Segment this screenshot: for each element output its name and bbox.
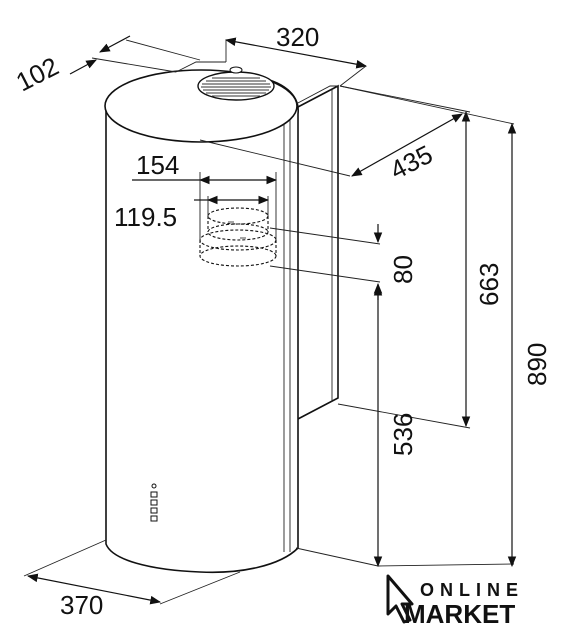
indicator-led bbox=[151, 483, 157, 489]
dim-label-102: 102 bbox=[11, 51, 63, 97]
cursor-icon bbox=[386, 574, 414, 624]
dim-label-80: 80 bbox=[388, 255, 418, 284]
dim-320: 320 bbox=[224, 22, 368, 87]
dim-label-663: 663 bbox=[474, 263, 504, 306]
online-market-logo: ONLINE MARKET bbox=[386, 574, 524, 629]
control-button bbox=[150, 491, 158, 498]
dim-663: 663 bbox=[461, 110, 504, 428]
cylinder bbox=[105, 73, 299, 574]
exhaust-grille bbox=[197, 66, 275, 101]
logo-line2: MARKET bbox=[404, 599, 515, 629]
dim-label-536: 536 bbox=[388, 413, 418, 456]
dim-label-435: 435 bbox=[385, 139, 437, 185]
dim-label-890: 890 bbox=[522, 343, 552, 386]
control-button bbox=[150, 515, 158, 522]
control-button bbox=[150, 499, 158, 506]
dim-370: 370 bbox=[23, 539, 241, 620]
dim-label-119-5: 119.5 bbox=[114, 202, 177, 232]
control-button bbox=[150, 507, 158, 514]
dim-154: 154 bbox=[132, 150, 278, 240]
dim-80: 80 bbox=[269, 224, 418, 300]
logo-line1: ONLINE bbox=[420, 580, 524, 600]
dim-119-5: 119.5 bbox=[114, 195, 270, 232]
dim-890: 890 bbox=[339, 85, 552, 568]
control-panel bbox=[150, 483, 158, 522]
dim-536: 536 bbox=[295, 284, 471, 568]
dim-label-370: 370 bbox=[60, 590, 103, 620]
dim-label-320: 320 bbox=[276, 22, 319, 52]
hood-body bbox=[104, 61, 339, 574]
dim-label-154: 154 bbox=[136, 150, 179, 180]
